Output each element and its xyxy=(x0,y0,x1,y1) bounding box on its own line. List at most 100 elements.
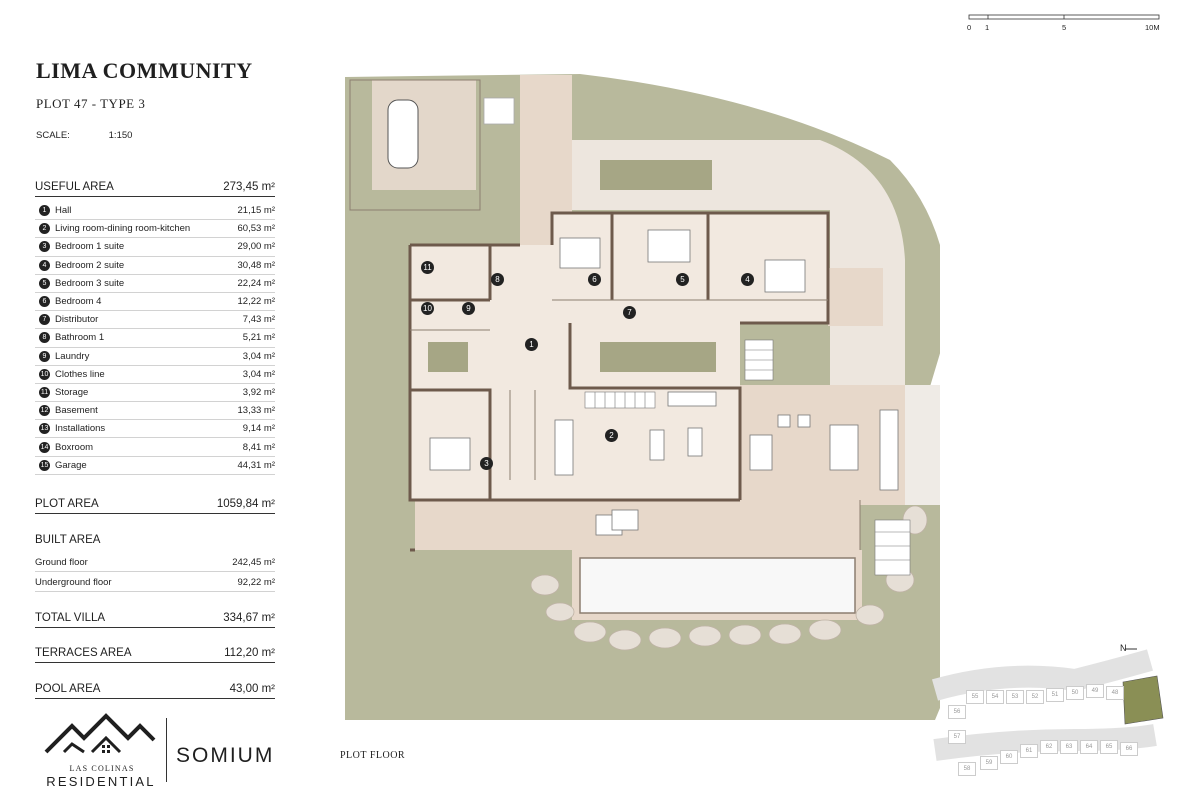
side-terrace xyxy=(828,268,883,326)
room-left: 1 Hall xyxy=(35,205,72,217)
plot-subtitle: PLOT 47 - TYPE 3 xyxy=(36,96,146,111)
room-number-badge: 1 xyxy=(39,205,50,217)
room-area: 13,33 m² xyxy=(237,405,276,417)
terraces-area-label: TERRACES AREA xyxy=(35,647,132,659)
scale-row: SCALE: 1:150 xyxy=(36,130,132,141)
site-plot-label: 52 xyxy=(1026,690,1044,704)
ground-floor-value: 242,45 m² xyxy=(232,557,275,568)
room-left: 5 Bedroom 3 suite xyxy=(35,277,125,289)
site-plot-label: 51 xyxy=(1046,688,1064,702)
room-area-row: 12 Basement 13,33 m² xyxy=(35,402,276,421)
built-area-header: BUILT AREA xyxy=(35,534,275,549)
site-plot-label: 53 xyxy=(1006,690,1024,704)
planter-north xyxy=(600,160,712,190)
room-left: 11 Storage xyxy=(35,386,89,398)
scale-tick-5: 5 xyxy=(1062,23,1067,32)
room-badge-9: 9 xyxy=(462,302,475,315)
site-road-upper xyxy=(931,649,1154,701)
room-area-row: 5 Bedroom 3 suite 22,24 m² xyxy=(35,275,275,293)
ground-floor-label: Ground floor xyxy=(35,557,88,568)
room-left: 8 Bathroom 1 xyxy=(35,332,105,344)
room-name: Bedroom 3 suite xyxy=(55,277,125,289)
site-plot-label: 60 xyxy=(1000,750,1018,764)
room-name: Installations xyxy=(55,423,106,435)
total-villa-value: 334,67 m² xyxy=(223,612,275,624)
room-name: Bathroom 1 xyxy=(55,332,105,344)
room-number-badge: 10 xyxy=(39,368,50,380)
ground-floor-row: Ground floor 242,45 m² xyxy=(35,557,275,572)
room-number-badge: 12 xyxy=(39,405,50,417)
room-area-row: 4 Bedroom 2 suite 30,48 m² xyxy=(35,257,275,275)
room-number-badge: 5 xyxy=(39,277,50,289)
room-name: Bedroom 4 xyxy=(55,296,102,308)
site-plot-label: 54 xyxy=(986,690,1004,704)
room-area: 5,21 m² xyxy=(242,332,275,344)
underground-floor-value: 92,22 m² xyxy=(237,577,276,588)
pool-area-label: POOL AREA xyxy=(35,683,101,695)
room-badge-2: 2 xyxy=(605,429,618,442)
room-badge-11: 11 xyxy=(421,261,434,274)
room-name: Clothes line xyxy=(55,368,105,380)
room-name: Bedroom 2 suite xyxy=(55,259,125,271)
room-name: Hall xyxy=(55,205,72,217)
room-badge-1: 1 xyxy=(525,338,538,351)
room-name: Boxroom xyxy=(55,441,94,453)
highlight-plot xyxy=(1122,675,1164,725)
room-area: 44,31 m² xyxy=(237,459,276,471)
room-name: Basement xyxy=(55,405,98,417)
site-plot-label: 55 xyxy=(966,690,984,704)
scale-tick-10: 10M xyxy=(1145,23,1160,32)
logo-divider xyxy=(166,718,167,782)
site-plot-label: 59 xyxy=(980,756,998,770)
floor-plan xyxy=(345,74,940,720)
brand-small-text: LAS COLINAS xyxy=(69,764,135,773)
room-number-badge: 8 xyxy=(39,332,50,344)
mountain-logo-icon xyxy=(44,713,156,754)
site-plot-label: 62 xyxy=(1040,740,1058,754)
boulders xyxy=(530,505,928,651)
scale-tick-0: 0 xyxy=(967,23,972,32)
room-name: Storage xyxy=(55,386,89,398)
room-number-badge: 11 xyxy=(39,386,50,398)
room-area: 30,48 m² xyxy=(237,259,276,271)
scale-tick-1: 1 xyxy=(985,23,990,32)
room-area: 7,43 m² xyxy=(242,314,275,326)
site-plot-label: 61 xyxy=(1020,744,1038,758)
site-plot-label: 58 xyxy=(958,762,976,776)
room-area-row: 8 Bathroom 1 5,21 m² xyxy=(35,329,275,348)
stairs xyxy=(584,339,911,576)
site-plot-label: 57 xyxy=(948,730,966,744)
scale-bar: 0 1 5 10M xyxy=(965,12,1165,36)
room-area: 9,14 m² xyxy=(242,423,275,435)
total-villa-row: TOTAL VILLA 334,67 m² xyxy=(35,612,275,628)
terraces-area-row: TERRACES AREA 112,20 m² xyxy=(35,647,275,663)
room-name: Garage xyxy=(55,459,87,471)
room-number-badge: 3 xyxy=(39,241,50,253)
pool xyxy=(579,557,856,614)
room-area: 22,24 m² xyxy=(237,277,276,289)
site-plot-label: 66 xyxy=(1120,742,1138,756)
room-number-badge: 4 xyxy=(39,259,50,271)
useful-area-value: 273,45 m² xyxy=(223,181,275,193)
pool-area-value: 43,00 m² xyxy=(229,683,275,695)
room-area: 12,22 m² xyxy=(237,296,276,308)
useful-area-header: USEFUL AREA 273,45 m² xyxy=(35,181,275,197)
plan-caption: PLOT FLOOR xyxy=(340,750,406,761)
scale-bar-graphic xyxy=(968,14,1160,20)
room-badge-10: 10 xyxy=(421,302,434,315)
site-plot-label: 49 xyxy=(1086,684,1104,698)
total-villa-label: TOTAL VILLA xyxy=(35,612,106,624)
room-badge-8: 8 xyxy=(491,273,504,286)
room-area: 8,41 m² xyxy=(242,441,275,453)
built-area-label: BUILT AREA xyxy=(35,534,101,546)
